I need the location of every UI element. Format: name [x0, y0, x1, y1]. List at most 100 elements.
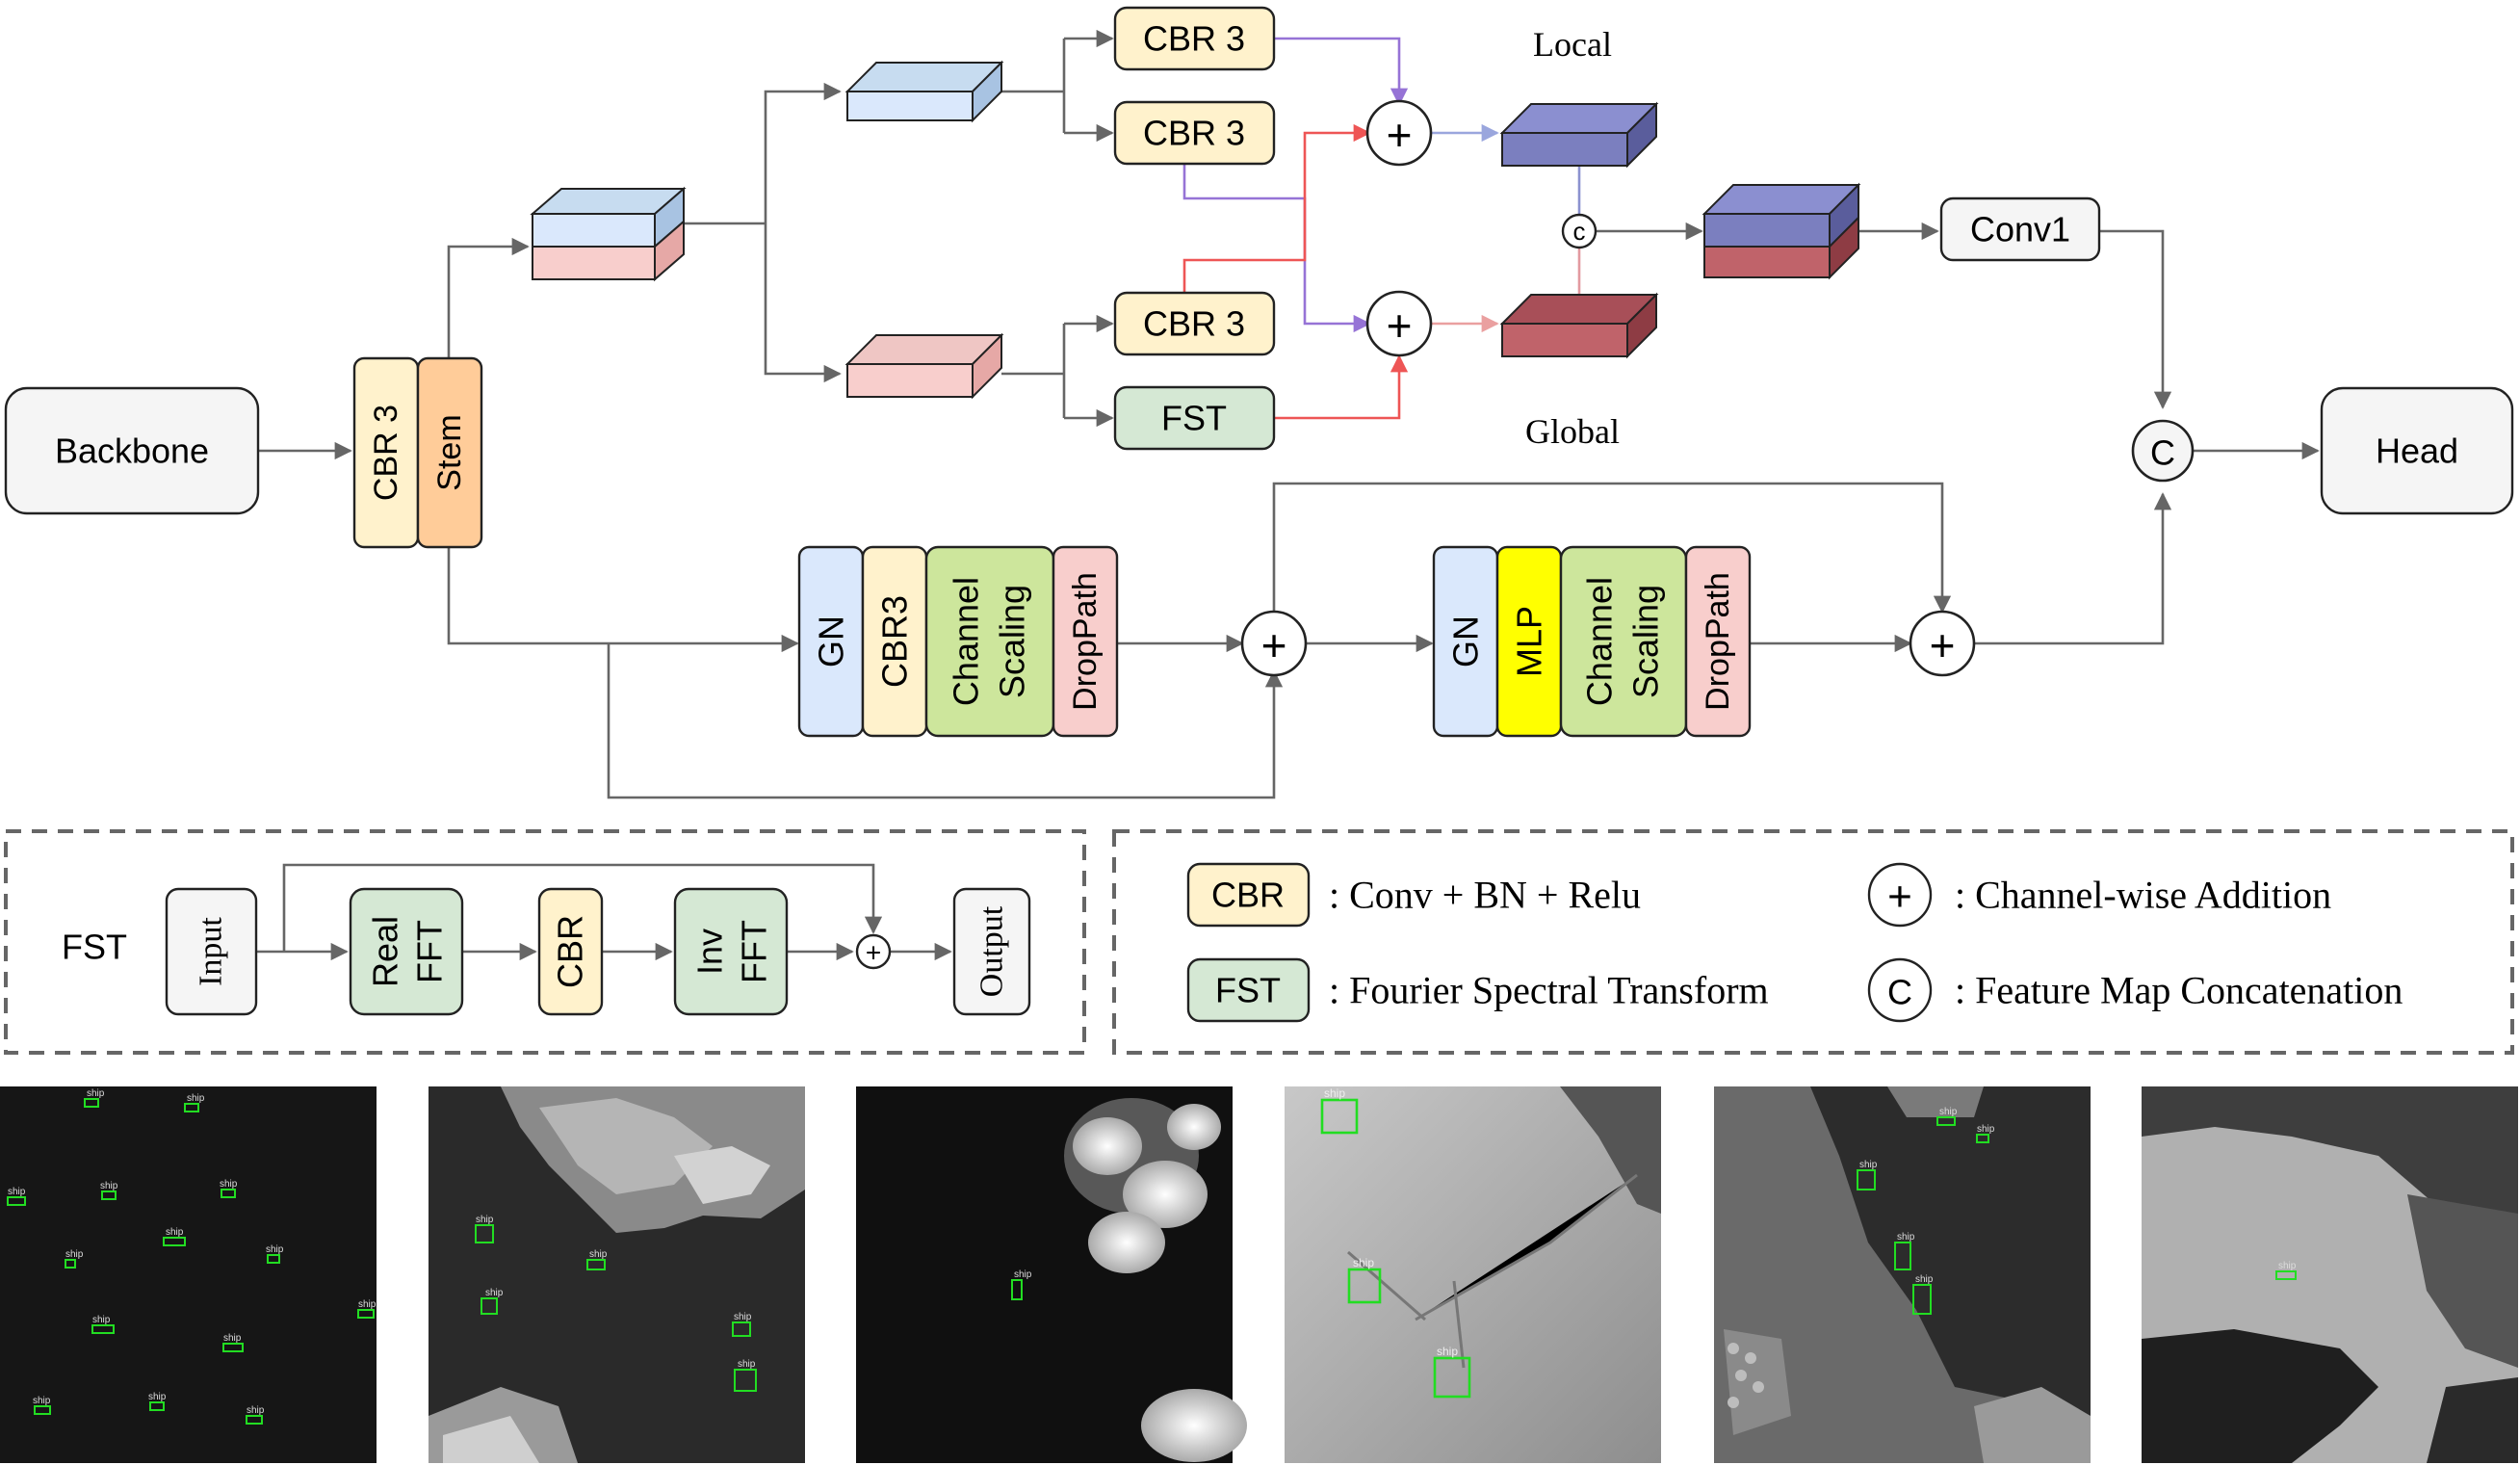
add-block1: + — [1240, 610, 1308, 677]
concat-main: C — [2131, 419, 2195, 483]
plus-symbol: + — [1387, 301, 1413, 351]
ship-label: ship — [738, 1359, 756, 1370]
ship-label: ship — [734, 1312, 752, 1322]
block2-droppath: DropPath — [1700, 572, 1736, 711]
legend-concat-desc: : Feature Map Concatenation — [1955, 969, 2403, 1012]
ship-label: ship — [87, 1088, 105, 1099]
backbone-box: Backbone — [4, 386, 260, 515]
block1: GN CBR3 Channel Scaling DropPath — [797, 545, 1119, 738]
feature-cube-top — [530, 186, 687, 282]
ship-label: ship — [187, 1093, 205, 1104]
fst-inv-fft-label: FFT — [735, 920, 774, 983]
legend-cbr-desc: : Conv + BN + Relu — [1329, 874, 1641, 917]
fst-real-label: Real — [366, 916, 405, 987]
ship-label: ship — [166, 1227, 184, 1238]
fst-detail-panel: FST Input Real FFT CBR Inv FFT — [4, 829, 1086, 1055]
global-output-cube — [1499, 292, 1659, 359]
block2: GN MLP Channel Scaling DropPath — [1432, 545, 1752, 738]
ship-label: ship — [358, 1299, 377, 1310]
fst-inv-fft-box: Inv FFT — [673, 887, 789, 1016]
ship-label: ship — [100, 1181, 118, 1191]
detection-image-6: ship — [2142, 1086, 2518, 1463]
plus-symbol: + — [1387, 110, 1413, 160]
cbr3-main-box: CBR 3 — [352, 356, 420, 549]
block2-mlp: MLP — [1510, 606, 1549, 677]
head-label: Head — [2376, 432, 2458, 471]
ship-label: ship — [589, 1249, 608, 1260]
concat-main-label: C — [2150, 433, 2175, 473]
fst-real-fft-label: FFT — [410, 920, 450, 983]
legend-cbr-key: CBR — [1211, 876, 1285, 915]
conv1-label: Conv1 — [1970, 210, 2070, 249]
backbone-label: Backbone — [55, 432, 209, 471]
fst-detail-title: FST — [62, 928, 127, 967]
local-label: Local — [1533, 25, 1612, 64]
legend-fst-key: FST — [1215, 971, 1281, 1010]
concat-small-label: c — [1573, 217, 1586, 246]
conv1-box: Conv1 — [1939, 196, 2101, 262]
fst-cbr-box: CBR — [537, 887, 604, 1016]
local-branch-cube — [844, 60, 1004, 123]
legend-concat-symbol — [1867, 957, 1933, 1023]
concatenated-cube — [1702, 182, 1861, 280]
legend-concat-key: C — [1887, 973, 1912, 1012]
detection-image-5: ship ship ship ship ship — [1714, 1086, 2091, 1463]
ship-label: ship — [2278, 1261, 2297, 1271]
add-local: + — [1365, 99, 1433, 167]
cbr3-top1-label: CBR 3 — [1143, 19, 1245, 59]
ship-label: ship — [1324, 1086, 1345, 1100]
cbr3-bottom-label: CBR 3 — [1143, 304, 1245, 344]
fst-input-box: Input — [165, 887, 258, 1016]
legend-fst-swatch — [1186, 957, 1311, 1023]
concat-small: c — [1561, 213, 1598, 249]
fst-inv-label: Inv — [690, 929, 730, 975]
cbr3-top2-box: CBR 3 — [1113, 100, 1276, 166]
legend-add-symbol — [1867, 862, 1933, 928]
cbr3-top2-label: CBR 3 — [1143, 114, 1245, 153]
block2-scaling-line2: Scaling — [1626, 585, 1666, 698]
ship-label: ship — [1437, 1345, 1458, 1358]
ship-label: ship — [220, 1179, 238, 1190]
detection-image-2: ship ship ship ship ship — [429, 1086, 805, 1463]
cbr3-top1-box: CBR 3 — [1113, 6, 1276, 71]
ship-label: ship — [148, 1392, 167, 1402]
connectors — [258, 29, 2320, 799]
ship-label: ship — [1859, 1160, 1878, 1170]
ship-label: ship — [33, 1396, 51, 1406]
global-branch-cube — [844, 332, 1004, 400]
ship-label: ship — [223, 1333, 242, 1344]
ship-label: ship — [1939, 1107, 1958, 1117]
fst-output-label: Output — [974, 905, 1010, 997]
ship-label: ship — [1014, 1269, 1032, 1280]
colored-connectors — [1182, 37, 1581, 420]
cbr3-bottom-box: CBR 3 — [1113, 291, 1276, 356]
stem-box: Stem — [416, 356, 483, 549]
detection-image-3: ship — [856, 1086, 1247, 1463]
add-global: + — [1365, 290, 1433, 357]
add-block2: + — [1909, 610, 1976, 677]
fst-cbr-label: CBR — [551, 915, 590, 988]
ship-label: ship — [65, 1249, 84, 1260]
block2-gn: GN — [1446, 615, 1486, 667]
legend-fst-desc: : Fourier Spectral Transform — [1329, 969, 1769, 1012]
detection-examples: ship ship ship ship ship ship ship ship … — [0, 1086, 2518, 1463]
block2-scaling-line1: Channel — [1580, 577, 1620, 706]
ship-label: ship — [247, 1405, 265, 1416]
ship-label: ship — [266, 1244, 284, 1255]
plus-symbol: + — [1261, 620, 1287, 670]
fst-real-fft-box: Real FFT — [349, 887, 464, 1016]
block1-droppath: DropPath — [1067, 572, 1104, 711]
fst-output-box: Output — [952, 887, 1031, 1016]
ship-label: ship — [1977, 1124, 1995, 1135]
legend-panel: CBR : Conv + BN + Relu FST : Fourier Spe… — [1112, 829, 2514, 1055]
legend-add-desc: : Channel-wise Addition — [1955, 874, 2331, 917]
plus-symbol: + — [866, 938, 881, 968]
ship-label: ship — [476, 1215, 494, 1225]
fst-box: FST — [1113, 385, 1276, 451]
stem-label: Stem — [431, 414, 468, 490]
ship-label: ship — [8, 1187, 26, 1197]
ship-label: ship — [1897, 1232, 1915, 1243]
ship-label: ship — [1353, 1256, 1374, 1269]
block1-cbr3: CBR3 — [875, 595, 915, 688]
